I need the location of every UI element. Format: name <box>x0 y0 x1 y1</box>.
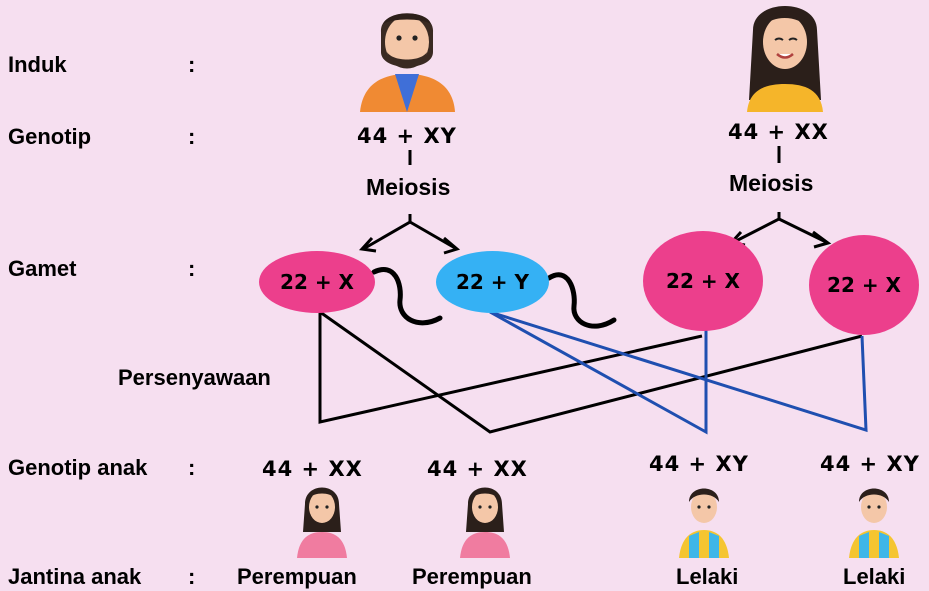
colon: : <box>188 124 196 149</box>
father-avatar <box>360 13 455 112</box>
father-arrow-left <box>364 214 412 250</box>
cross-line-y2 <box>489 310 868 433</box>
mother-meiosis-label: Meiosis <box>729 170 814 196</box>
boy-avatar <box>849 488 899 558</box>
girl-avatar <box>297 487 347 558</box>
girl-avatar <box>460 487 510 558</box>
child-4-sex: Lelaki <box>843 564 906 589</box>
mother-genotype: 44 + XX <box>728 120 829 144</box>
child-2-sex: Perempuan <box>412 564 532 589</box>
label-jantina-anak: Jantina anak <box>8 564 142 589</box>
child-1-genotype: 44 + XX <box>262 457 363 481</box>
child-1-sex: Perempuan <box>237 564 357 589</box>
label-persenyawaan: Persenyawaan <box>118 365 271 390</box>
father-meiosis-label: Meiosis <box>366 174 451 200</box>
cross-line-y1 <box>489 310 708 435</box>
gamete-mother-x2: 22 + X <box>809 235 919 335</box>
father-genotype: 44 + XY <box>357 124 457 148</box>
mother-arrow-right <box>778 217 827 244</box>
colon: : <box>188 455 196 480</box>
father-arrow-right <box>409 220 456 250</box>
colon: : <box>188 256 196 281</box>
label-genotip-anak: Genotip anak <box>8 455 148 480</box>
sperm-tail-y <box>546 272 617 329</box>
child-4-genotype: 44 + XY <box>820 452 920 476</box>
sperm-tail-x <box>371 267 443 326</box>
gamete-father-x: 22 + X <box>259 251 375 313</box>
label-induk: Induk <box>8 52 67 77</box>
cross-line-x2 <box>319 310 863 434</box>
gamete-mother-x1: 22 + X <box>643 231 763 331</box>
cross-line-x1 <box>318 312 703 424</box>
gamete-father-y: 22 + Y <box>436 251 549 313</box>
child-3-genotype: 44 + XY <box>649 452 749 476</box>
mother-arrow-left <box>733 212 781 244</box>
child-2-genotype: 44 + XX <box>427 457 528 481</box>
colon: : <box>188 564 196 589</box>
label-gamet: Gamet <box>8 256 77 281</box>
label-genotip: Genotip <box>8 124 92 149</box>
colon: : <box>188 52 196 77</box>
boy-avatar <box>679 488 729 558</box>
mother-avatar <box>747 6 823 112</box>
child-3-sex: Lelaki <box>676 564 739 589</box>
